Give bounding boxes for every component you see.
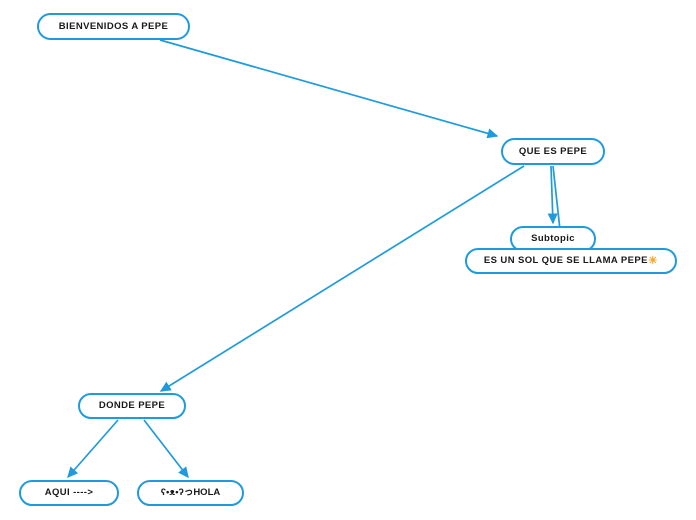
node-label: QUE ES PEPE [518, 145, 588, 157]
edge-que-es-pepe-to-subtopic [547, 165, 558, 225]
node-label: AQUI ----> [44, 487, 94, 499]
node-label: ʕ•ᴥ•ʔっHOLA [160, 487, 221, 499]
edge-root-to-que-es-pepe [159, 39, 499, 139]
node-label: BIENVENIDOS A PEPE [58, 20, 169, 32]
edge-que-es-pepe-to-donde-pepe [159, 165, 525, 392]
node-que-es-pepe[interactable]: QUE ES PEPE [501, 138, 605, 165]
sun-icon: ☀ [647, 254, 659, 267]
node-donde-pepe[interactable]: DONDE PEPE [78, 393, 186, 419]
node-label: Subtopic [531, 233, 575, 245]
edge-donde-pepe-to-hola [143, 419, 189, 479]
node-es-un-sol-que-se-llama-pepe[interactable]: ES UN SOL QUE SE LLAMA PEPE☀ [465, 248, 677, 274]
node-bienvenidos-a-pepe[interactable]: BIENVENIDOS A PEPE [37, 13, 190, 40]
node-label: ES UN SOL QUE SE LLAMA PEPE [483, 255, 648, 267]
node-hola[interactable]: ʕ•ᴥ•ʔっHOLA [137, 480, 244, 506]
edge-donde-pepe-to-aqui [67, 419, 119, 479]
node-label: DONDE PEPE [98, 400, 166, 412]
node-aqui[interactable]: AQUI ----> [19, 480, 119, 506]
